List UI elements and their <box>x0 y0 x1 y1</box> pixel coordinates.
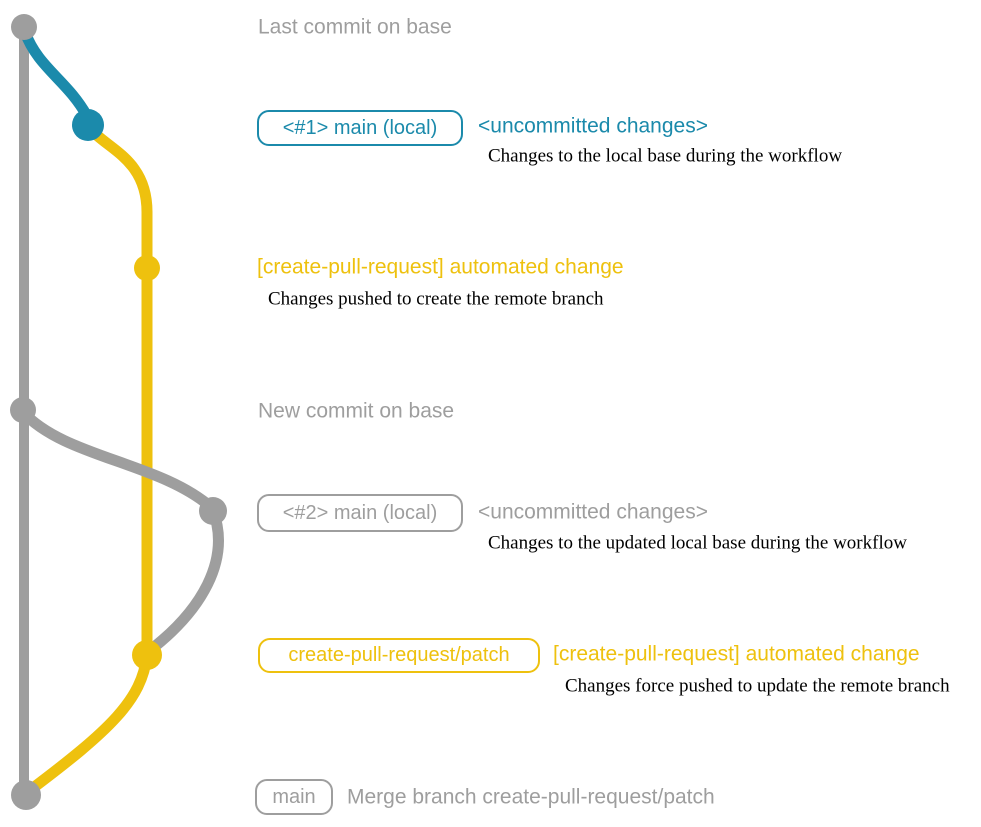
commit-message-new-commit-on-base: New commit on base <box>258 399 455 423</box>
commit-dot-new-base <box>10 397 36 423</box>
branch-label-create-pull-request-patch-text: create-pull-request/patch <box>288 644 510 666</box>
commit-message-last-commit-on-base: Last commit on base <box>258 15 452 39</box>
commit-dot-local-main-1 <box>72 109 104 141</box>
caption-force-pushed-to-update-branch: Changes force pushed to update the remot… <box>565 675 950 697</box>
commit-message-automated-change-1: [create-pull-request] automated change <box>257 255 624 279</box>
branch-label-main-local-1: <#1> main (local) <box>257 110 463 146</box>
commit-dot-last-base <box>11 14 37 40</box>
commit-dot-local-main-2 <box>199 497 227 525</box>
branch-label-main-local-1-text: <#1> main (local) <box>282 116 438 139</box>
local-main-branch-line-2 <box>17 406 224 657</box>
branch-label-main-local-2-text: <#2> main (local) <box>282 501 438 524</box>
commit-message-uncommitted-changes-1: <uncommitted changes> <box>478 114 708 138</box>
patch-merge-line <box>23 649 153 797</box>
branch-label-create-pull-request-patch: create-pull-request/patch <box>258 638 540 673</box>
caption-local-base-changes-1: Changes to the local base during the wor… <box>488 145 843 167</box>
caption-updated-local-base-changes: Changes to the updated local base during… <box>488 532 907 554</box>
caption-pushed-to-create-branch: Changes pushed to create the remote bran… <box>268 288 604 310</box>
branch-label-main-text: main <box>272 785 316 808</box>
commit-message-automated-change-2: [create-pull-request] automated change <box>553 642 920 666</box>
commit-dot-merge <box>11 780 41 810</box>
commit-message-merge-branch: Merge branch create-pull-request/patch <box>347 785 715 809</box>
commit-message-uncommitted-changes-2: <uncommitted changes> <box>478 500 708 524</box>
commit-dot-automated-change-2 <box>132 640 162 670</box>
commit-graph <box>10 14 227 810</box>
patch-branch-line <box>82 119 153 661</box>
commit-dot-automated-change-1 <box>134 255 160 281</box>
local-main-branch-line-1 <box>19 26 93 122</box>
branch-label-main-local-2: <#2> main (local) <box>257 494 463 532</box>
branch-label-main: main <box>255 779 333 815</box>
